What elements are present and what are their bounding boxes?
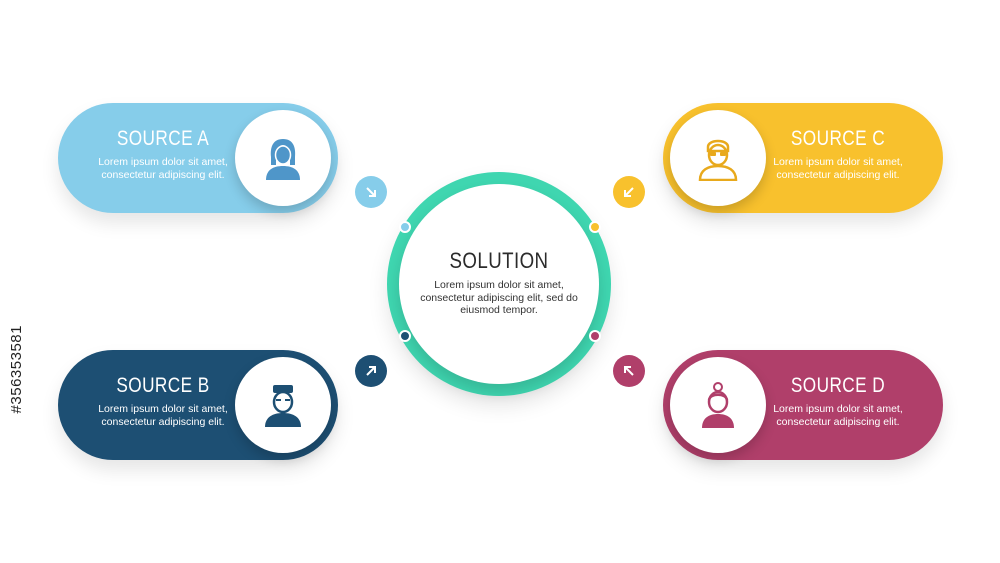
source-d-card: SOURCE D Lorem ipsum dolor sit amet, con… <box>663 350 943 460</box>
source-b-card: SOURCE B Lorem ipsum dolor sit amet, con… <box>58 350 338 460</box>
woman-avatar-icon <box>266 139 300 180</box>
source-b-avatar <box>235 357 331 453</box>
stock-id: #356353581 <box>8 325 25 414</box>
source-a-avatar <box>235 110 331 206</box>
woman-bun-avatar-icon <box>702 382 734 428</box>
arrow-a-icon <box>355 176 387 208</box>
arrow-d-icon <box>613 355 645 387</box>
solution-circle <box>399 184 599 384</box>
source-b-text: Lorem ipsum dolor sit amet, consectetur … <box>98 403 228 428</box>
arrow-c-icon <box>613 176 645 208</box>
pin-a <box>399 221 411 233</box>
source-d-text: Lorem ipsum dolor sit amet, consectetur … <box>773 403 903 428</box>
source-c-text: Lorem ipsum dolor sit amet, consectetur … <box>773 156 903 181</box>
source-a-card: SOURCE A Lorem ipsum dolor sit amet, con… <box>58 103 338 213</box>
solution-text: Lorem ipsum dolor sit amet, consectetur … <box>420 279 578 316</box>
source-a-text: Lorem ipsum dolor sit amet, consectetur … <box>98 156 228 181</box>
source-d-title: SOURCE D <box>790 374 886 397</box>
solution-title: SOLUTION <box>449 248 549 273</box>
source-c-card: SOURCE C Lorem ipsum dolor sit amet, con… <box>663 103 943 213</box>
source-c-title: SOURCE C <box>790 127 886 150</box>
source-a-title: SOURCE A <box>116 127 210 150</box>
source-c-avatar <box>670 110 766 206</box>
pin-b <box>399 330 411 342</box>
pin-c <box>589 221 601 233</box>
man-avatar-icon <box>265 385 301 427</box>
source-d-avatar <box>670 357 766 453</box>
arrow-b-icon <box>355 355 387 387</box>
man-glasses-avatar-icon <box>698 139 738 181</box>
pin-d <box>589 330 601 342</box>
source-b-title: SOURCE B <box>116 374 210 397</box>
